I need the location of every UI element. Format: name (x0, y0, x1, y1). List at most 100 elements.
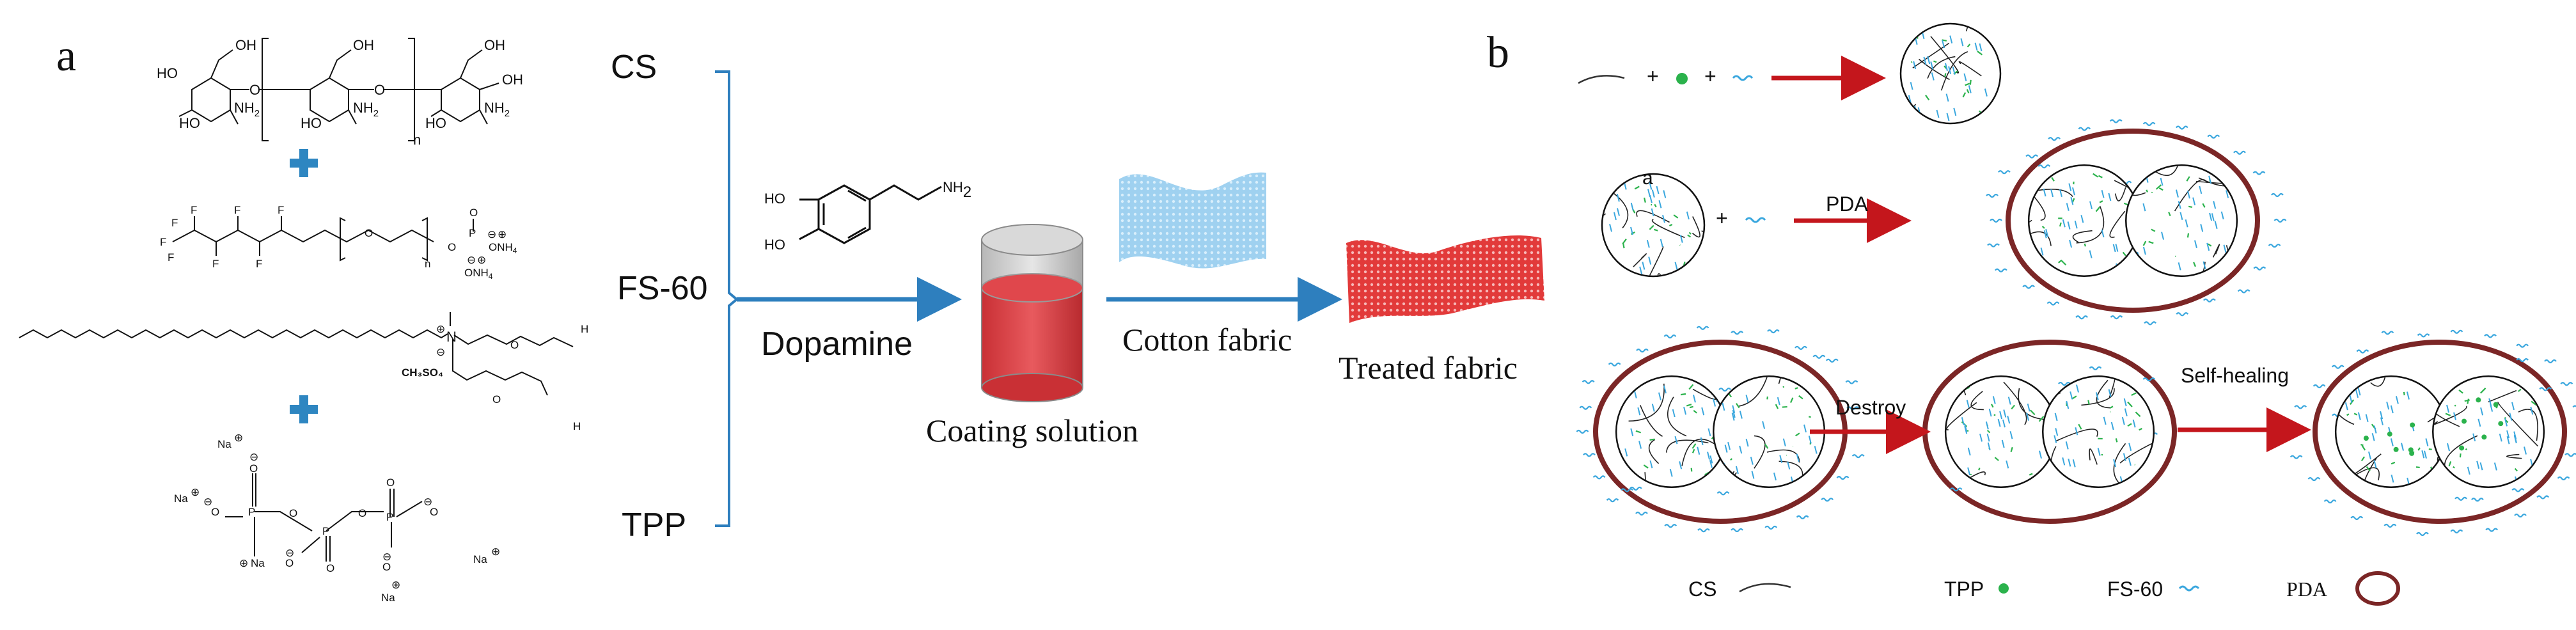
row3-healed-capsule-outer-fs60-wave (2451, 530, 2462, 533)
reagent-cs-label: CS (611, 49, 657, 86)
row3-healed-capsule-outer-fs60-wave (2417, 533, 2428, 535)
cs-o-1: O (249, 82, 260, 98)
surf-h-2: H (573, 420, 581, 432)
legend-cs-label: CS (1688, 578, 1716, 601)
cs-ho-4: HO (425, 115, 446, 131)
destroy-label: Destroy (1835, 396, 1906, 419)
row3-intact-capsule-outer-fs60-wave (1697, 327, 1709, 329)
cs-oh-2: OH (353, 37, 374, 53)
legend-cs-arc-icon (1740, 584, 1791, 592)
row3-intact-capsule-outer-fs60-wave (1765, 526, 1777, 529)
row1-fs60-wave-icon (1733, 76, 1752, 80)
row2-pda-capsule-outer-fs60-wave (2110, 316, 2122, 319)
row3-healed-capsule-outer-fs60-wave (2384, 524, 2396, 527)
dopamine-structure (799, 185, 941, 243)
row3-intact-capsule-outer-fs60-wave (1731, 529, 1743, 532)
row3-intact-capsule-outer-fs60-wave (1664, 335, 1676, 338)
row3-healed-capsule-particle-left-tpp-dot (2364, 436, 2369, 441)
row3-intact-capsule-outer-fs60-wave (1837, 476, 1848, 479)
fs-f-4: F (191, 204, 197, 216)
tpp-minus-1: ⊖ (249, 451, 258, 463)
row3-healed-capsule-particle-left-tpp-dot (2408, 447, 2414, 452)
row3-destroyed-capsule-particle-right-tpp-link (2088, 400, 2089, 405)
row2-pda-capsule-outer-fs60-wave (2254, 267, 2265, 270)
row3-intact-capsule-outer-fs60-wave (1797, 516, 1809, 519)
treated-fabric-label: Treated fabric (1339, 350, 1518, 386)
row3-intact-capsule-outer-fs60-wave (1731, 331, 1743, 334)
surf-plus: ⊕ (436, 323, 445, 335)
fs-f-2: F (160, 236, 166, 248)
panel-a-label: a (56, 31, 76, 81)
row2-pda-capsule-outer-fs60-wave (2204, 299, 2215, 302)
row2-pda-capsule-outer-fs60-wave (2047, 303, 2059, 305)
row2-pda-capsule-outer-fs60-wave (2078, 128, 2090, 130)
surf-n: N (446, 329, 457, 345)
row2-pda-capsule-outer-fs60-wave (2208, 136, 2219, 138)
tpp-na-1: Na (217, 438, 232, 450)
row2-pda-capsule-outer-fs60-wave (2269, 244, 2281, 247)
coating-solution-label: Coating solution (926, 413, 1138, 448)
row1-nanoparticle-cs-chain (1888, 116, 1909, 146)
row2-pda-capsule-outer-fs60-wave (2176, 127, 2188, 129)
row2-nanoparticle (1580, 174, 1716, 303)
row3-healed-capsule-particle-right-tpp-dot (2459, 445, 2464, 450)
cs-nh-3: NH2 (484, 100, 510, 119)
self-healing-label: Self-healing (2181, 364, 2289, 387)
row3-intact-capsule-outer-fs60-wave (1853, 455, 1864, 457)
tpp-na-5: Na (473, 553, 487, 565)
row1-nanoparticle (1888, 9, 2000, 146)
row3-intact-capsule-outer-fs60-wave (1768, 330, 1779, 333)
row2-pda-capsule-outer-fs60-wave (2234, 152, 2245, 154)
row3-intact-capsule-outer-fs60-wave (1609, 363, 1621, 366)
surf-ch3so4: CH₃SO₄ (402, 366, 443, 379)
row3-healed-capsule-outer-fs60-wave (2517, 345, 2528, 347)
row2-pda-capsule-outer-fs60-wave (2176, 313, 2188, 315)
dopamine-amine: NH2 (943, 179, 971, 201)
fs-f-6: F (234, 204, 240, 216)
pda-arrow-label: PDA (1826, 193, 1868, 216)
row2-pda-capsule-outer-fs60-wave (2144, 322, 2156, 324)
row2-pda-capsule-particle-right-outline (2126, 165, 2237, 276)
row3-healed-capsule-particle-left-tpp-link (2416, 467, 2420, 468)
cs-oh-1: OH (235, 37, 256, 53)
row3-healed-capsule-outer-fs60-wave (2558, 477, 2570, 480)
fs-o-3: O (469, 207, 478, 219)
coating-solution-beaker (982, 224, 1083, 402)
dopamine-ho-top: HO (764, 191, 785, 207)
row3-healed-capsule-outer-fs60-wave (2291, 456, 2302, 459)
row3-healed-capsule-outer-fs60-wave (2485, 335, 2496, 337)
tpp-plus-5: ⊕ (491, 546, 500, 558)
row2-nanoparticle-tpp-link (1623, 244, 1624, 248)
row3-healed-capsule-outer-fs60-wave (2295, 406, 2306, 408)
legend-tpp-dot-icon (1999, 583, 2009, 594)
fs-onh4-2: ONH4 (464, 267, 493, 281)
row2-pda-capsule-particle-left-outline (2029, 165, 2140, 276)
row2-pda-capsule-outer-fs60-wave (2048, 138, 2060, 140)
tpp-o-6: O (430, 506, 438, 518)
row3-destroyed-capsule-particle-left-outline (1945, 376, 2057, 487)
row3-healed-capsule-outer-fs60-wave (2451, 331, 2462, 333)
row3-intact-capsule-outer-fs60-wave (1846, 381, 1857, 384)
row2-pda-capsule-outer-fs60-wave (2272, 194, 2283, 196)
row3-healed-capsule-outer-fs60-wave (2308, 478, 2320, 480)
row1-nanoparticle-tpp-link (1970, 80, 1971, 85)
tpp-o-7: O (326, 562, 334, 574)
row2-pda-capsule-outer-fs60-wave (2023, 286, 2034, 288)
reagent-tpp-label: TPP (622, 507, 686, 544)
row1-nanoparticle-tpp-link (1911, 62, 1912, 63)
row3-healed-capsule-outer-fs60-wave (2332, 366, 2344, 368)
tpp-o-8: O (285, 557, 294, 569)
row3-intact-capsule-outer-fs60-wave (1583, 381, 1594, 383)
row2-fs60-wave-icon (1746, 218, 1765, 222)
tpp-plus-1: ⊕ (234, 432, 243, 444)
row3-intact-capsule-outer-fs60-wave (1583, 453, 1595, 456)
row3-healed-capsule-particle-right-tpp-link (2454, 405, 2456, 406)
surf-o-2: O (492, 393, 501, 406)
fs-n: n (425, 258, 430, 270)
tpp-na-3: Na (251, 557, 265, 569)
row3-healed-capsule-particle-right-tpp-dot (2498, 421, 2503, 426)
row3-healed-capsule-particle-right-tpp-link (2460, 453, 2461, 457)
fs-f-3: F (168, 251, 174, 264)
row3-healed-capsule-particle-left-tpp-link (2404, 392, 2405, 395)
